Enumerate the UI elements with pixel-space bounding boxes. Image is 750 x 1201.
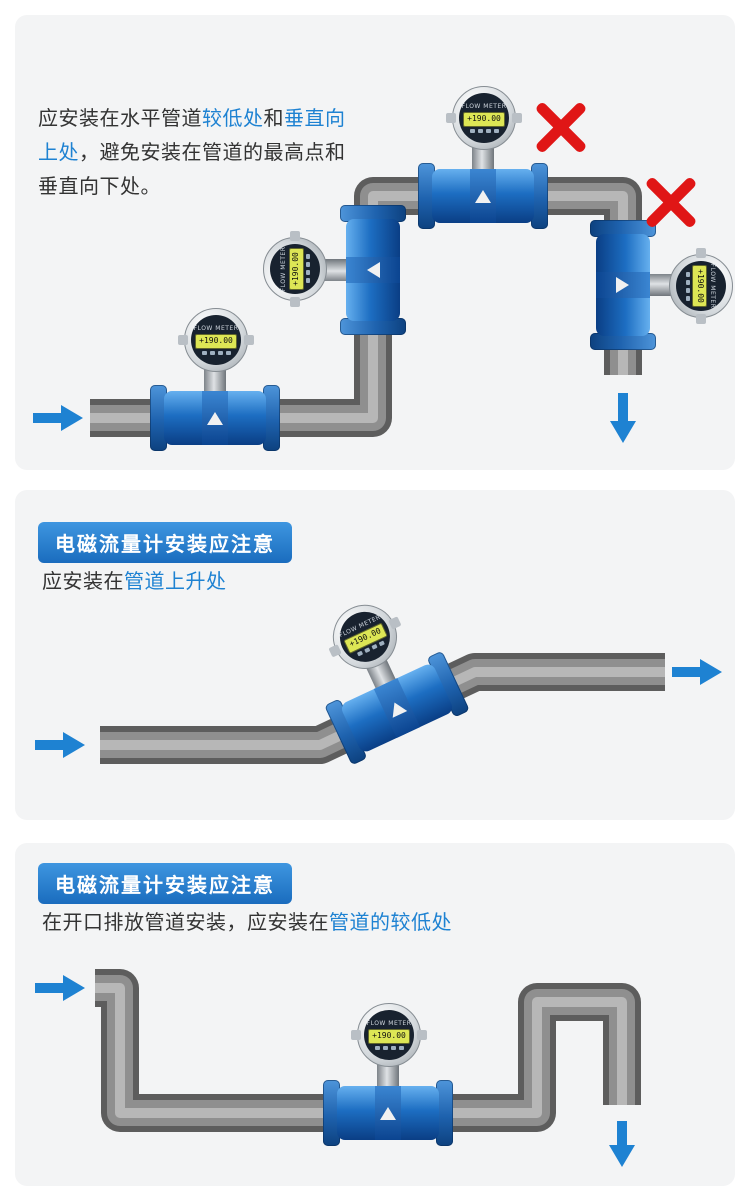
meter-flange xyxy=(323,1080,340,1146)
meter-buttons xyxy=(374,1045,404,1050)
meter-display-head: FLOW METER +190.00 xyxy=(446,86,522,150)
meter-brand-label: FLOW METER xyxy=(709,263,717,309)
meter-face: FLOW METER +190.00 xyxy=(364,1010,414,1060)
meter-lcd-screen: +190.00 xyxy=(195,333,237,349)
panel3-description: 在开口排放管道安装，应安装在管道的较低处 xyxy=(42,905,452,939)
meter-buttons xyxy=(305,254,310,284)
meter-saddle xyxy=(375,1086,401,1140)
meter-body xyxy=(340,205,406,335)
desc-text-highlight: 垂直向上处 xyxy=(38,106,346,164)
meter-display-head: FLOW METER +190.00 xyxy=(178,308,254,372)
desc-text: 在开口排放管道安装，应安装在 xyxy=(42,910,329,934)
warning-sticker-icon xyxy=(366,262,380,278)
panel1-description: 应安装在水平管道较低处和垂直向上处，避免安装在管道的最高点和垂直向下处。 xyxy=(38,101,360,203)
meter-lug xyxy=(446,113,456,123)
desc-text: 应安装在 xyxy=(42,569,124,593)
flow-meter: FLOW METER +190.00 xyxy=(583,210,733,360)
meter-display-head: FLOW METER +190.00 xyxy=(263,231,327,307)
flow-arrow-right-icon xyxy=(672,659,722,685)
meter-body xyxy=(323,1080,453,1146)
meter-body xyxy=(590,220,656,350)
meter-buttons xyxy=(469,128,499,133)
flow-meter: FLOW METER +190.00 xyxy=(408,86,558,236)
flow-arrow-down-icon xyxy=(609,1121,635,1167)
panel-horizontal-vertical-install: 应安装在水平管道较低处和垂直向上处，避免安装在管道的最高点和垂直向下处。 FLO… xyxy=(15,15,735,470)
meter-lcd-screen: +190.00 xyxy=(463,111,505,127)
warning-sticker-icon xyxy=(475,189,491,203)
warning-sticker-icon xyxy=(616,277,630,293)
meter-lug xyxy=(696,314,706,324)
warning-sticker-icon xyxy=(387,698,407,718)
pipe-diagram xyxy=(35,969,641,1167)
flow-arrow-right-icon xyxy=(35,732,85,758)
meter-brand-label: FLOW METER xyxy=(366,1019,412,1027)
meter-lug xyxy=(417,1030,427,1040)
panel2-description: 应安装在管道上升处 xyxy=(42,564,227,598)
meter-lug xyxy=(696,248,706,258)
meter-face: FLOW METER +190.00 xyxy=(270,244,320,294)
flow-arrow-right-icon xyxy=(33,405,83,431)
meter-lug xyxy=(290,297,300,307)
meter-lug xyxy=(290,231,300,241)
meter-face: FLOW METER +190.00 xyxy=(676,261,726,311)
meter-saddle xyxy=(346,257,400,283)
flow-arrow-down-icon xyxy=(610,393,636,443)
meter-lcd-screen: +190.00 xyxy=(288,248,304,290)
meter-flange xyxy=(436,1080,453,1146)
meter-lug xyxy=(178,335,188,345)
meter-body xyxy=(418,163,548,229)
desc-text-highlight: 较低处 xyxy=(202,106,264,130)
flow-meter: FLOW METER +190.00 xyxy=(313,1003,463,1153)
wrong-mark-icon xyxy=(642,173,700,231)
meter-saddle xyxy=(470,169,496,223)
wrong-mark-icon xyxy=(532,98,590,156)
panel-rising-pipe-install: 电磁流量计安装应注意 应安装在管道上升处 FLOW METER +190.00 xyxy=(15,490,735,820)
flow-meter: FLOW METER +190.00 xyxy=(140,308,290,458)
meter-brand-label: FLOW METER xyxy=(279,246,287,292)
panel-open-discharge-install: 电磁流量计安装应注意 在开口排放管道安装，应安装在管道的较低处 FLOW MET… xyxy=(15,843,735,1186)
desc-text: 和 xyxy=(263,106,284,130)
warning-sticker-icon xyxy=(380,1106,396,1120)
meter-flange xyxy=(150,385,167,451)
meter-lug xyxy=(244,335,254,345)
meter-saddle xyxy=(202,391,228,445)
flow-meter: FLOW METER +190.00 xyxy=(263,195,413,345)
warning-sticker-icon xyxy=(207,411,223,425)
meter-lcd-screen: +190.00 xyxy=(692,265,708,307)
section-title-badge: 电磁流量计安装应注意 xyxy=(38,863,292,904)
meter-buttons xyxy=(686,271,691,301)
meter-face: FLOW METER +190.00 xyxy=(191,315,241,365)
meter-face: FLOW METER +190.00 xyxy=(331,603,399,671)
meter-body xyxy=(150,385,280,451)
meter-buttons xyxy=(201,350,231,355)
desc-text: 应安装在水平管道 xyxy=(38,106,202,130)
desc-text-highlight: 管道的较低处 xyxy=(329,910,452,934)
meter-display-head: FLOW METER +190.00 xyxy=(669,248,733,324)
meter-saddle xyxy=(596,272,650,298)
meter-lug xyxy=(388,616,402,630)
meter-lug xyxy=(328,644,342,658)
meter-flange xyxy=(531,163,548,229)
meter-flange xyxy=(263,385,280,451)
meter-brand-label: FLOW METER xyxy=(461,102,507,110)
meter-brand-label: FLOW METER xyxy=(193,324,239,332)
meter-lug xyxy=(512,113,522,123)
desc-text: ，避免安装在管道的最高点和垂直向下处。 xyxy=(38,140,346,198)
meter-face: FLOW METER +190.00 xyxy=(459,93,509,143)
flow-arrow-right-icon xyxy=(35,975,85,1001)
section-title-badge: 电磁流量计安装应注意 xyxy=(38,522,292,563)
desc-text-highlight: 管道上升处 xyxy=(124,569,227,593)
meter-flange xyxy=(418,163,435,229)
meter-lcd-screen: +190.00 xyxy=(368,1028,410,1044)
meter-lug xyxy=(351,1030,361,1040)
pipe-highlight xyxy=(95,983,627,1118)
meter-display-head: FLOW METER +190.00 xyxy=(351,1003,427,1067)
